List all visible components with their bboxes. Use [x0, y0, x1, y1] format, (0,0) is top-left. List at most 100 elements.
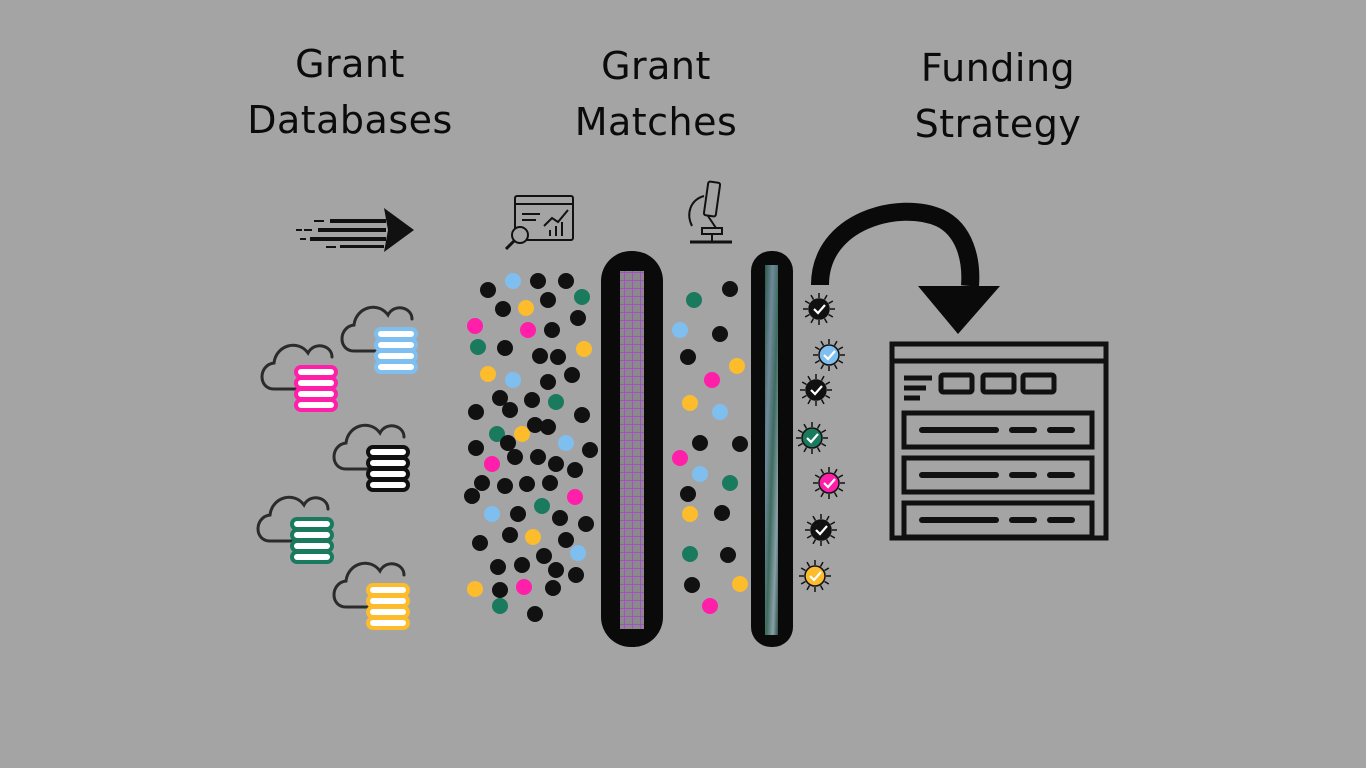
cloud-database-blue-icon: [340, 305, 418, 374]
grant-dot: [545, 580, 561, 596]
grant-dot: [536, 548, 552, 564]
heading-grant-databases: Grant Databases: [200, 36, 500, 148]
verified-check-icon: [813, 339, 845, 371]
grant-dot: [505, 372, 521, 388]
heading-line: Grant: [601, 44, 711, 88]
grant-dot: [692, 435, 708, 451]
grant-dot: [686, 292, 702, 308]
grant-dot: [472, 535, 488, 551]
heading-line: Grant: [295, 42, 405, 86]
verified-check-icon: [803, 293, 835, 325]
grant-dot: [484, 506, 500, 522]
grant-dot: [468, 404, 484, 420]
grant-dot: [682, 395, 698, 411]
grant-dot: [492, 598, 508, 614]
grant-dot: [467, 318, 483, 334]
grant-dot: [729, 358, 745, 374]
grant-dot: [514, 557, 530, 573]
grant-dot: [467, 581, 483, 597]
grant-dot: [574, 289, 590, 305]
grant-dot: [570, 310, 586, 326]
grant-dot: [732, 436, 748, 452]
grant-dots-unfiltered: [464, 273, 598, 622]
grant-dot: [576, 341, 592, 357]
grant-dot: [712, 326, 728, 342]
grant-dot: [682, 546, 698, 562]
verified-check-icon: [799, 560, 831, 592]
grant-dot: [732, 576, 748, 592]
grant-dot: [534, 498, 550, 514]
verified-badge-column: [796, 293, 845, 592]
grant-dot: [497, 478, 513, 494]
grant-dot: [516, 579, 532, 595]
grant-dot: [480, 366, 496, 382]
grant-dot: [527, 606, 543, 622]
grant-dot: [502, 402, 518, 418]
grant-dot: [564, 367, 580, 383]
grant-dot: [672, 322, 688, 338]
grant-dot: [702, 598, 718, 614]
speed-arrow-icon: [296, 208, 414, 252]
grant-dot: [500, 435, 516, 451]
cloud-database-green-icon: [256, 495, 334, 564]
heading-funding-strategy: Funding Strategy: [848, 40, 1148, 152]
grant-dot: [574, 407, 590, 423]
grant-dot: [544, 322, 560, 338]
grant-dot: [692, 466, 708, 482]
heading-line: Matches: [574, 100, 738, 144]
grant-dot: [502, 527, 518, 543]
cloud-database-black-icon: [332, 423, 410, 492]
grant-dot: [525, 529, 541, 545]
heading-line: Databases: [247, 98, 453, 142]
dashboard-icon: [889, 341, 1109, 541]
grant-dot: [507, 449, 523, 465]
heading-line: Funding: [920, 46, 1076, 90]
grant-dot: [480, 282, 496, 298]
grant-dot: [468, 440, 484, 456]
verified-check-icon: [796, 422, 828, 454]
grant-dot: [530, 273, 546, 289]
grant-dot: [540, 292, 556, 308]
grant-dot: [578, 516, 594, 532]
grant-dot: [495, 301, 511, 317]
microscope-icon: [688, 180, 732, 244]
cloud-database-yellow-icon: [332, 561, 410, 630]
grant-dot: [514, 426, 530, 442]
grant-dot: [704, 372, 720, 388]
verified-check-icon: [805, 514, 837, 546]
grant-dot: [582, 442, 598, 458]
grant-dot: [510, 506, 526, 522]
grant-dot: [492, 390, 508, 406]
grant-dot: [470, 339, 486, 355]
grant-dot: [558, 273, 574, 289]
cloud-database-pink-icon: [260, 343, 338, 412]
slab-filter: [751, 251, 793, 647]
grant-dot: [489, 426, 505, 442]
grant-dot: [505, 273, 521, 289]
grant-dot: [567, 489, 583, 505]
grant-dot: [712, 404, 728, 420]
grant-dots-matched: [672, 281, 748, 614]
analytics-monitor-icon: [504, 195, 574, 251]
grant-dot: [567, 462, 583, 478]
grant-dot: [682, 506, 698, 522]
grant-dot: [552, 510, 568, 526]
grant-dot: [464, 488, 480, 504]
heading-line: Strategy: [914, 102, 1082, 146]
grant-dot: [542, 475, 558, 491]
grant-dot: [530, 449, 546, 465]
grant-dot: [680, 486, 696, 502]
grant-dot: [680, 349, 696, 365]
grant-dot: [524, 392, 540, 408]
grant-dot: [722, 281, 738, 297]
grant-dot: [474, 475, 490, 491]
grant-dot: [518, 300, 534, 316]
grant-dot: [558, 532, 574, 548]
grant-dot: [568, 567, 584, 583]
grant-dot: [520, 322, 536, 338]
grant-dot: [519, 476, 535, 492]
grant-dot: [497, 340, 513, 356]
grant-dot: [722, 475, 738, 491]
grant-dot: [492, 582, 508, 598]
